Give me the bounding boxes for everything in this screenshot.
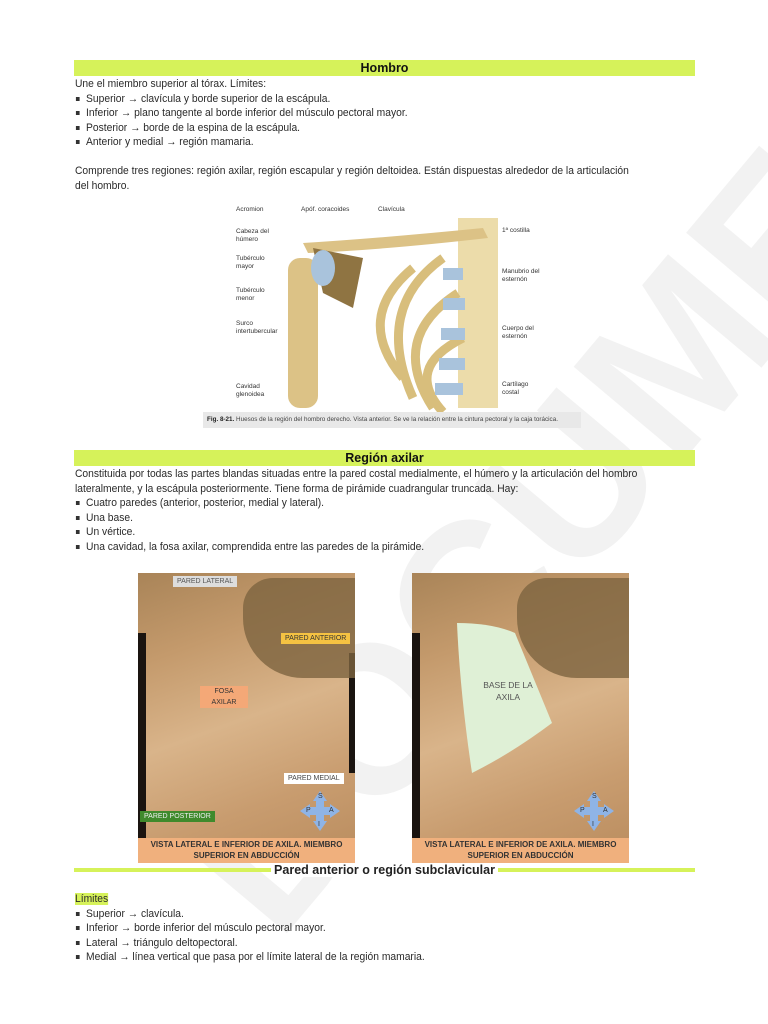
shoulder-bones-illustration: [288, 218, 498, 412]
figure-number: Fig. 8-21.: [207, 416, 235, 423]
label-base-axila: BASE DE LA AXILA: [483, 680, 533, 702]
glenoid: [311, 250, 335, 286]
list-item: Anterior y medial → región mamaria.: [75, 135, 645, 150]
section3-title: Pared anterior o región subclavicular: [271, 863, 498, 877]
label-pared-medial: PARED MEDIAL: [284, 773, 344, 784]
section2-body: Constituida por todas las partes blandas…: [75, 467, 645, 555]
limits-list: Superior → clavícula y borde superior de…: [75, 92, 645, 150]
label-cartilago: Cartílago costal: [502, 381, 529, 396]
section1-body: Une el miembro superior al tórax. Límite…: [75, 77, 645, 193]
label-tuberculo-mayor: Tubérculo mayor: [236, 255, 265, 270]
orientation-compass-icon: S P A I: [574, 791, 614, 831]
list-item: Medial → línea vertical que pasa por el …: [75, 950, 645, 965]
clavicle: [303, 228, 488, 253]
costal-cartilages: [435, 268, 465, 395]
intro-text: Une el miembro superior al tórax. Límite…: [75, 78, 267, 90]
list-item: Un vértice.: [75, 525, 645, 540]
caption-text: Huesos de la región del hombro derecho. …: [236, 416, 558, 423]
photo-caption: VISTA LATERAL E INFERIOR DE AXILA. MIEMB…: [412, 838, 629, 863]
section-heading-pared-anterior: Pared anterior o región subclavicular: [74, 862, 695, 878]
label-pared-lateral: PARED LATERAL: [173, 576, 238, 587]
pared-anterior-list: Superior → clavícula. Inferior → borde i…: [75, 907, 645, 965]
list-item: Lateral → triángulo deltopectoral.: [75, 936, 645, 951]
section-heading-hombro: Hombro: [74, 60, 695, 76]
label-cavidad: Cavidad glenoidea: [236, 383, 265, 398]
label-surco: Surco intertubercular: [236, 320, 278, 335]
photo-caption: VISTA LATERAL E INFERIOR DE AXILA. MIEMB…: [138, 838, 355, 863]
label-cabeza-humero: Cabeza del húmero: [236, 228, 269, 243]
axilar-paragraph: Constituida por todas las partes blandas…: [75, 468, 638, 495]
sternum: [458, 218, 498, 408]
axilla-photo-base: BASE DE LA AXILA S P A I VISTA LATERAL E…: [412, 573, 629, 863]
list-item: Posterior → borde de la espina de la esc…: [75, 121, 645, 136]
label-cuerpo: Cuerpo del esternón: [502, 325, 534, 340]
tissue-shadow: [243, 578, 355, 678]
label-pared-posterior: PARED POSTERIOR: [140, 811, 215, 822]
figure-caption: Fig. 8-21. Huesos de la región del hombr…: [203, 412, 581, 428]
section3-body: Límites Superior → clavícula. Inferior →…: [75, 892, 645, 965]
label-tuberculo-menor: Tubérculo menor: [236, 287, 265, 302]
label-acromion: Acromion: [236, 206, 264, 213]
label-pared-anterior: PARED ANTERIOR: [281, 633, 351, 644]
regions-paragraph: Comprende tres regiones: región axilar, …: [75, 164, 629, 192]
tissue-shadow: [517, 578, 629, 678]
section-heading-region-axilar: Región axilar: [74, 450, 695, 466]
base-region-shape: [457, 623, 552, 773]
list-item: Inferior → borde inferior del músculo pe…: [75, 921, 645, 936]
orientation-compass-icon: S P A I: [300, 791, 340, 831]
list-item: Una cavidad, la fosa axilar, comprendida…: [75, 540, 645, 555]
label-costilla: 1ª costilla: [502, 227, 530, 234]
shoulder-bones-figure: Acromion Apóf. coracoides Clavícula Cabe…: [203, 198, 581, 430]
axilla-photo-walls: PARED LATERAL PARED ANTERIOR FOSA AXILAR…: [138, 573, 355, 863]
axilar-list: Cuatro paredes (anterior, posterior, med…: [75, 496, 645, 554]
humerus: [288, 258, 318, 408]
list-item: Superior → clavícula y borde superior de…: [75, 92, 645, 107]
list-item: Inferior → plano tangente al borde infer…: [75, 106, 645, 121]
label-coracoides: Apóf. coracoides: [301, 206, 350, 213]
label-manubrio: Manubrio del esternón: [502, 268, 540, 283]
list-item: Cuatro paredes (anterior, posterior, med…: [75, 496, 645, 511]
label-clavicula: Clavícula: [378, 206, 405, 213]
label-fosa-axilar: FOSA AXILAR: [200, 686, 248, 708]
list-item: Una base.: [75, 511, 645, 526]
limites-subtitle: Límites: [75, 893, 109, 905]
list-item: Superior → clavícula.: [75, 907, 645, 922]
